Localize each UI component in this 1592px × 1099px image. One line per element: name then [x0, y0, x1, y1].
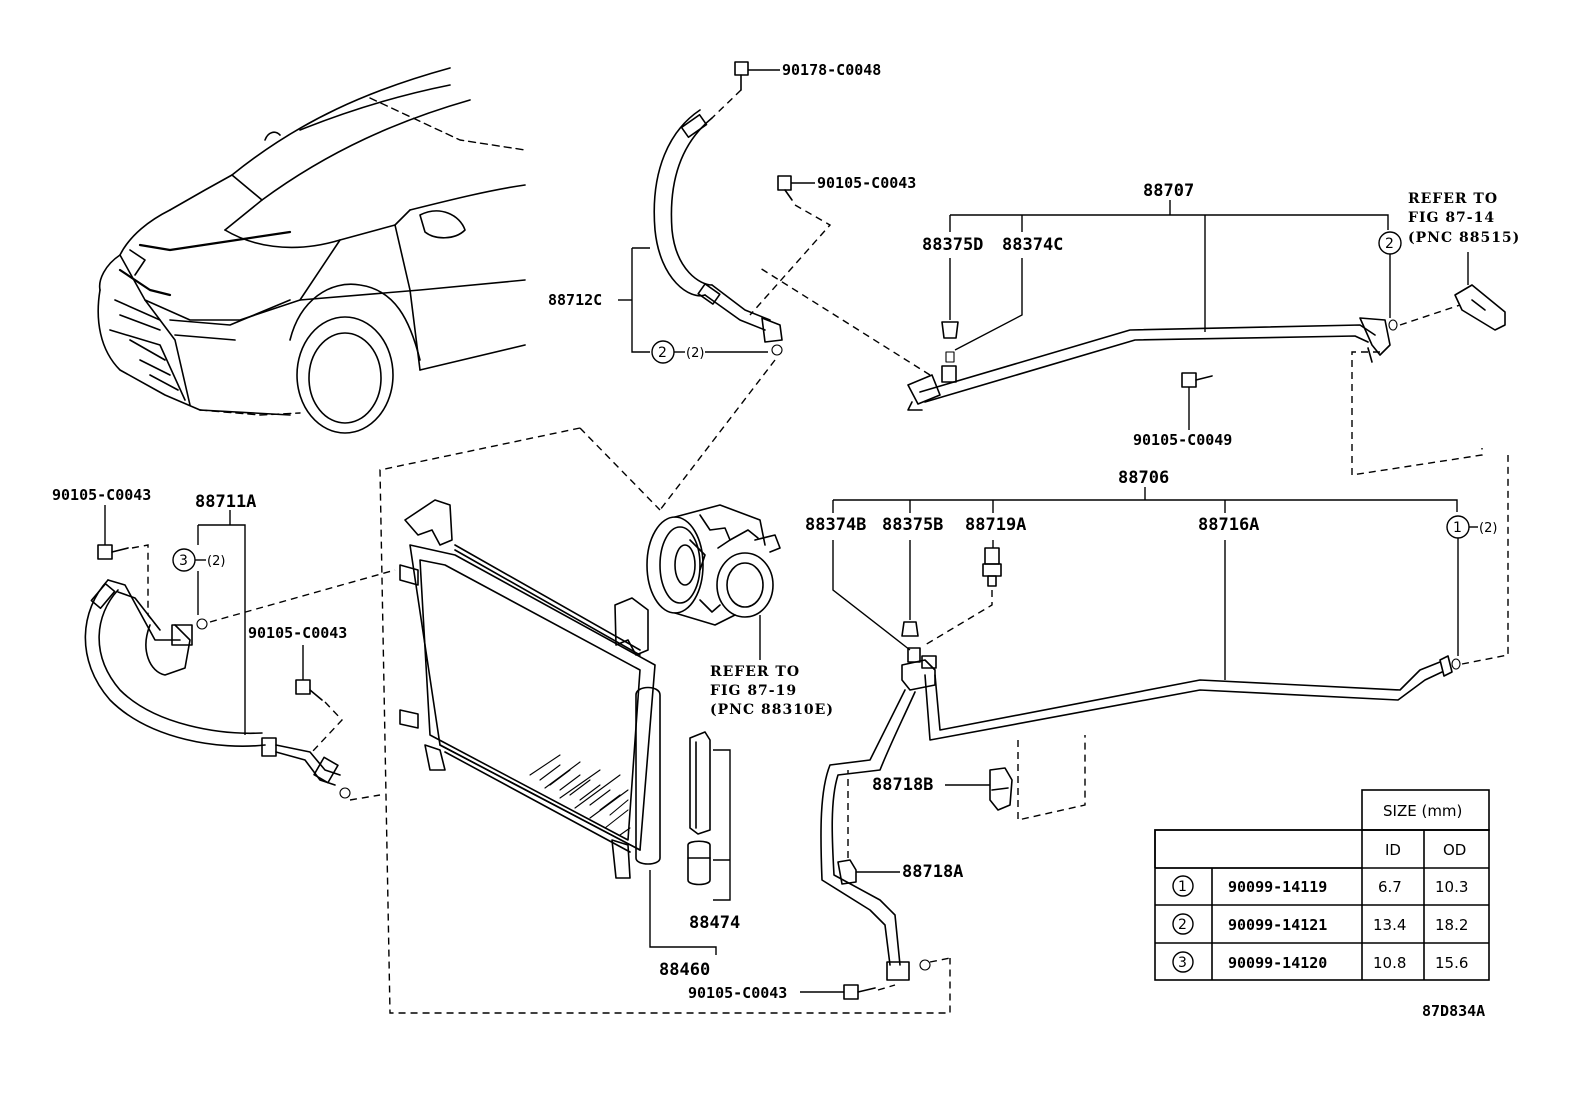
- ring-qty-left: (2): [207, 554, 225, 569]
- table-row-1-ref: 1: [1178, 879, 1187, 895]
- svg-text:1: 1: [1453, 520, 1462, 536]
- svg-text:3: 3: [179, 553, 188, 569]
- svg-text:2: 2: [1385, 236, 1394, 252]
- label-clamp-88718b: 88718B: [872, 775, 933, 795]
- label-bolt-upper: 90105-C0043: [817, 174, 916, 192]
- ring-qty-upper: (2): [686, 346, 704, 361]
- fig-87-14-fitting: [1454, 284, 1506, 331]
- table-row-2-ref: 2: [1178, 917, 1187, 933]
- label-bolt-left-lower: 90105-C0043: [248, 624, 347, 642]
- bolt-90105-c0043-left: [97, 544, 129, 560]
- table-row-1-id: 6.7: [1378, 878, 1402, 896]
- condenser-88460: [399, 499, 656, 879]
- refer-right-1: REFER TO: [1408, 191, 1498, 207]
- ac-compressor: [646, 504, 781, 626]
- table-row-3-part: 90099-14120: [1228, 954, 1327, 972]
- table-row-2-id: 13.4: [1373, 916, 1406, 934]
- refer-right-2: FIG 87-14: [1408, 210, 1495, 226]
- bolt-90105-c0049: [1181, 372, 1213, 388]
- bolt-90105-c0043-left-lower: [295, 679, 323, 701]
- desiccant-88474: [687, 731, 711, 886]
- pipe-88707: [907, 317, 1391, 411]
- liquid-pipe-88706: [820, 647, 1453, 981]
- table-row-3-od: 15.6: [1435, 954, 1468, 972]
- table-row-2-part: 90099-14121: [1228, 916, 1327, 934]
- table-row-1-part: 90099-14119: [1228, 878, 1327, 896]
- label-pipe-88716a: 88716A: [1198, 515, 1259, 535]
- refer-compressor-2: FIG 87-19: [710, 683, 797, 699]
- bolt-90105-c0043-bottom: [843, 984, 876, 1000]
- discharge-hose-88711a: [84, 579, 341, 786]
- refer-compressor-3: (PNC 88310E): [710, 702, 834, 718]
- label-pipe-88706: 88706: [1118, 468, 1169, 488]
- suction-hose-88712c: [653, 109, 783, 343]
- table-row-3-id: 10.8: [1373, 954, 1406, 972]
- label-bolt-88707: 90105-C0049: [1133, 431, 1232, 449]
- svg-text:2: 2: [658, 345, 667, 361]
- label-dryer-88474: 88474: [689, 913, 740, 933]
- refer-compressor-1: REFER TO: [710, 664, 800, 680]
- label-valve-88375b: 88375B: [882, 515, 943, 535]
- table-col-id: ID: [1385, 841, 1401, 859]
- condenser-fins: [529, 754, 631, 836]
- ring-qty-right: (2): [1479, 521, 1497, 536]
- label-bolt-top: 90178-C0048: [782, 61, 881, 79]
- label-condenser-88460: 88460: [659, 960, 710, 980]
- vehicle-outline: [97, 67, 526, 434]
- clamp-88718a: [837, 859, 857, 885]
- label-clamp-88718a: 88718A: [902, 862, 963, 882]
- table-row-3-ref: 3: [1178, 955, 1187, 971]
- table-row-2-od: 18.2: [1435, 916, 1468, 934]
- receiver-tank: [635, 686, 661, 865]
- o-ring-size-table: SIZE (mm) ID OD 1 90099-14119 6.7 10.3 2…: [1154, 789, 1490, 981]
- bolt-90178-c0048: [734, 61, 749, 91]
- diagram-code: 87D834A: [1422, 1002, 1485, 1020]
- label-cap-88374b: 88374B: [805, 515, 866, 535]
- refer-right-3: (PNC 88515): [1408, 230, 1520, 246]
- label-cap-88374c: 88374C: [1002, 235, 1063, 255]
- table-col-od: OD: [1443, 841, 1466, 859]
- label-hose-88712c: 88712C: [548, 291, 602, 309]
- label-bolt-left: 90105-C0043: [52, 486, 151, 504]
- table-header-size: SIZE (mm): [1383, 802, 1462, 820]
- label-bolt-bottom: 90105-C0043: [688, 984, 787, 1002]
- clamp-88718b: [989, 767, 1013, 811]
- label-sensor-88719a: 88719A: [965, 515, 1026, 535]
- table-row-1-od: 10.3: [1435, 878, 1468, 896]
- pressure-sensor-88719a: [982, 547, 1002, 587]
- bolt-90105-c0043-upper: [777, 175, 793, 201]
- label-hose-88711a: 88711A: [195, 492, 256, 512]
- label-pipe-88707: 88707: [1143, 181, 1194, 201]
- label-valve-88375d: 88375D: [922, 235, 983, 255]
